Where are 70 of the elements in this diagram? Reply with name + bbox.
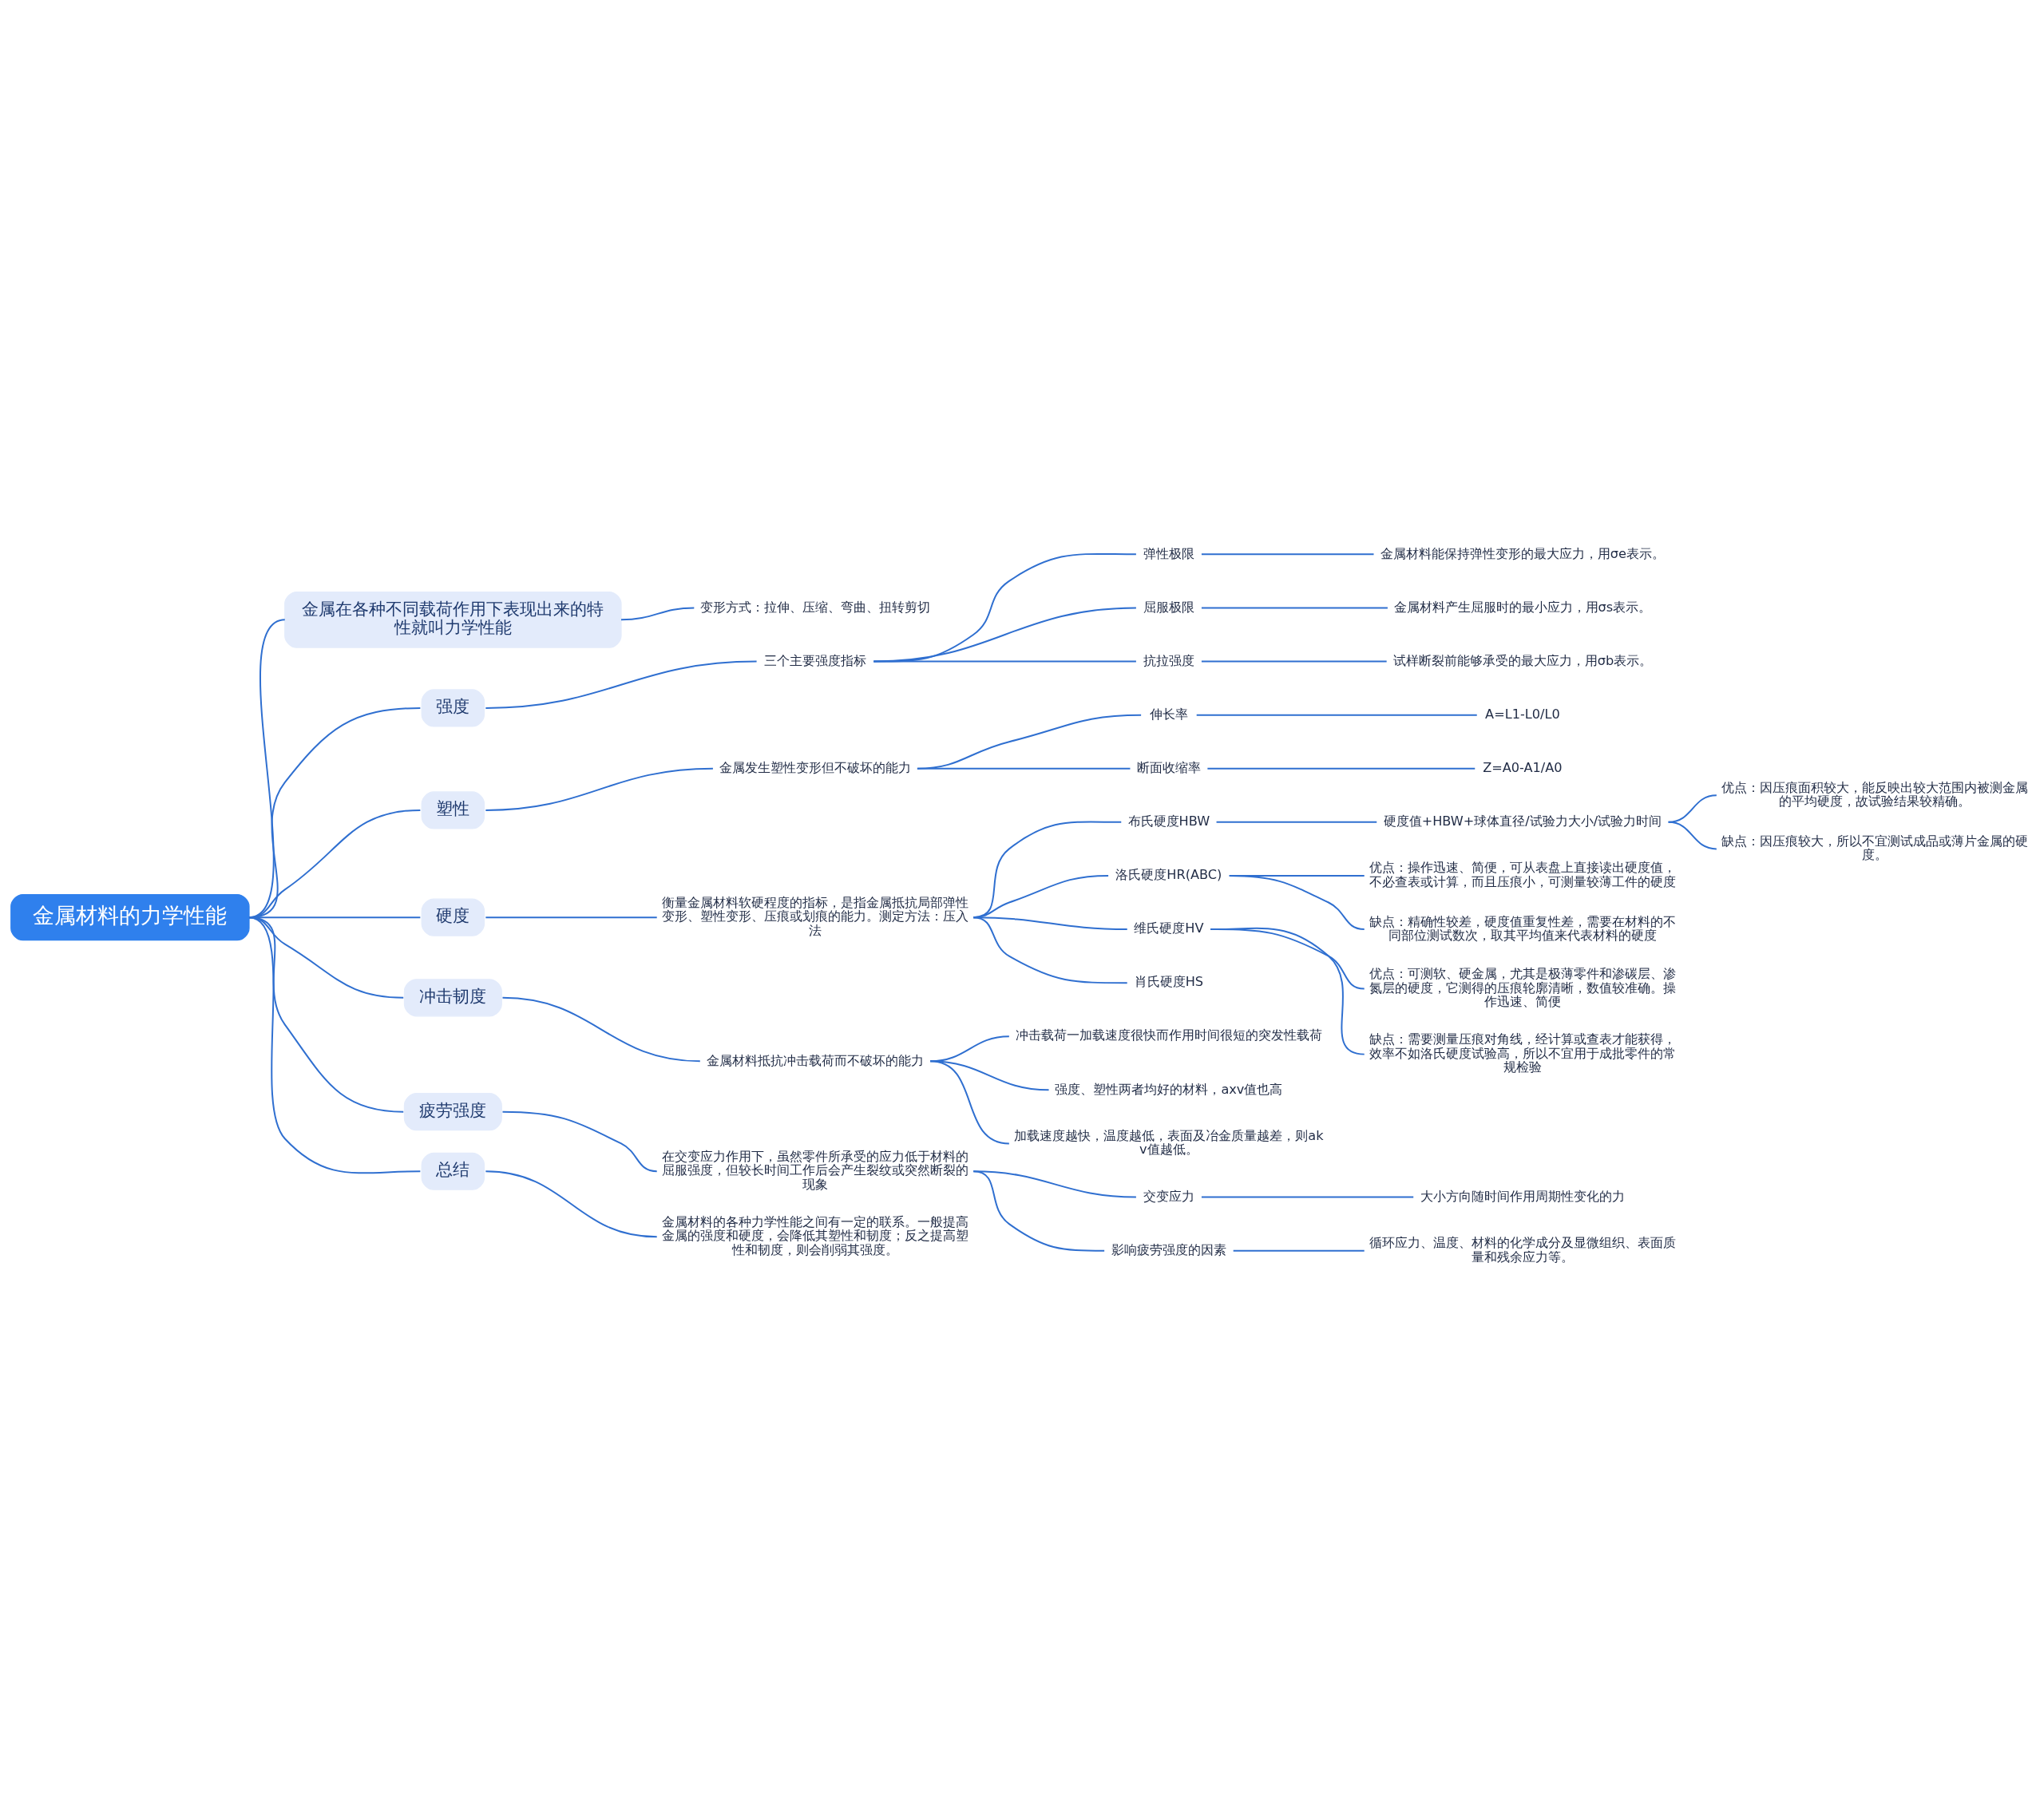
node-box: 强度 (421, 689, 485, 727)
node-text: 断面收缩率 (1136, 759, 1201, 775)
connector (1232, 1249, 1365, 1252)
connector (485, 916, 658, 919)
node-text: 强度、塑性两者均好的材料，axv值也高 (1055, 1081, 1283, 1097)
connector (1215, 821, 1378, 823)
node-text: 金属材料抵抗冲击载荷而不破坏的能力 (706, 1052, 924, 1068)
node-text: 循环应力、温度、材料的化学成分及显微组织、表面质量和残余应力等。 (1369, 1235, 1676, 1265)
connector (620, 607, 695, 621)
node-text: 三个主要强度指标 (763, 652, 866, 668)
connector (248, 916, 422, 1174)
node-text: 交变应力 (1143, 1188, 1194, 1204)
node-text: 洛氏硬度HR(ABC) (1115, 867, 1222, 883)
node-box: 塑性 (421, 791, 485, 829)
node-box: 硬度 (421, 898, 485, 936)
node-text: 缺点：精确性较差，硬度值重复性差，需要在材料的不同部位测试数次，取其平均值来代表材料的硬度 (1369, 913, 1676, 943)
node-text: 缺点：需要测量压痕对角线，经计算或查表才能获得，效率不如洛氏硬度试验高，所以不宜用于成批零件的常规检验 (1369, 1031, 1676, 1075)
node-text: Z=A0-A1/A0 (1483, 759, 1563, 775)
connector (972, 1170, 1106, 1252)
node-text: 屈服极限 (1143, 599, 1194, 615)
connector (1206, 767, 1476, 770)
node-text: 大小方向随时间作用周期性变化的力 (1420, 1188, 1625, 1204)
node-text: 维氏硬度HV (1134, 920, 1204, 936)
connector (1228, 874, 1365, 931)
connector (501, 996, 701, 1063)
node-text: 弹性极限 (1143, 545, 1194, 561)
node-text: 抗拉强度 (1143, 652, 1194, 668)
connector (1200, 553, 1375, 556)
connector (873, 607, 1137, 663)
node-text: 影响疲劳强度的因素 (1111, 1241, 1226, 1257)
node-text: 在交变应力作用下，虽然零件所承受的应力低于材料的屈服强度，但较长时间工作后会产生裂纹或突然断裂的现象 (661, 1149, 969, 1192)
node-text: 缺点：因压痕较大，所以不宜测试成品或薄片金属的硬度。 (1721, 833, 2029, 863)
node-text: 加载速度越快，温度越低，表面及冶金质量越差，则akv值越低。 (1014, 1127, 1324, 1158)
connector (485, 1170, 658, 1238)
connector (873, 552, 1137, 663)
connector (1200, 607, 1388, 609)
connector (1195, 714, 1478, 716)
connector (485, 660, 758, 709)
connector (1210, 927, 1365, 1055)
connector (873, 660, 1137, 663)
node-text: A=L1-L0/L0 (1485, 706, 1560, 722)
node-box: 冲击韧度 (403, 979, 502, 1017)
node-text: 硬度值+HBW+球体直径/试验力大小/试验力时间 (1383, 813, 1662, 829)
node-box: 疲劳强度 (403, 1093, 502, 1131)
node-text: 优点：因压痕面积较大，能反映出较大范围内被测金属的平均硬度，故试验结果较精确。 (1721, 779, 2029, 809)
node-text: 优点：操作迅速、简便，可从表盘上直接读出硬度值，不必查表或计算，而且压痕小，可测量较薄工件的硬度 (1369, 860, 1676, 889)
node-text: 试样断裂前能够承受的最大应力，用σb表示。 (1392, 652, 1653, 668)
node-box: 金属在各种不同载荷作用下表现出来的特性就叫力学性能 (284, 591, 622, 648)
connector (1200, 1196, 1415, 1198)
node-text: 冲击载荷一加载速度很快而作用时间很短的突发性载荷 (1015, 1027, 1322, 1043)
node-text: 伸长率 (1149, 706, 1188, 722)
connector (485, 767, 714, 811)
node-text: 肖氏硬度HS (1134, 974, 1204, 990)
node-text: 金属材料能保持弹性变形的最大应力，用σe表示。 (1380, 545, 1665, 561)
connector (501, 1110, 658, 1173)
connector (929, 1060, 1010, 1145)
node-box: 金属材料的力学性能 (10, 893, 250, 941)
node-text: 金属材料的各种力学性能之间有一定的联系。一般提高金属的强度和硬度，会降低其塑性和韧度；反之提高塑性和韧度，则会削弱其强度。 (661, 1214, 969, 1257)
node-text: 变形方式：拉伸、压缩、弯曲、扭转剪切 (699, 599, 930, 615)
connector (1200, 660, 1388, 663)
node-text: 优点：可测软、硬金属，尤其是极薄零件和渗碳层、渗氮层的硬度，它测得的压痕轮廓清晰，数值较准确。操作迅速、简便 (1369, 966, 1676, 1010)
connector (1667, 821, 1717, 850)
node-text: 金属发生塑性变形但不破坏的能力 (719, 759, 911, 775)
connector (916, 714, 1143, 770)
node-text: 衡量金属材料软硬程度的指标，是指金属抵抗局部弹性变形、塑性变形、压痕或划痕的能力。测定方法：压入法 (661, 894, 969, 938)
connector (916, 767, 1131, 770)
connector (972, 916, 1128, 984)
node-box: 总结 (421, 1152, 485, 1190)
node-text: 金属材料产生屈服时的最小应力，用σs表示。 (1393, 599, 1652, 615)
node-text: 布氏硬度HBW (1127, 813, 1210, 829)
